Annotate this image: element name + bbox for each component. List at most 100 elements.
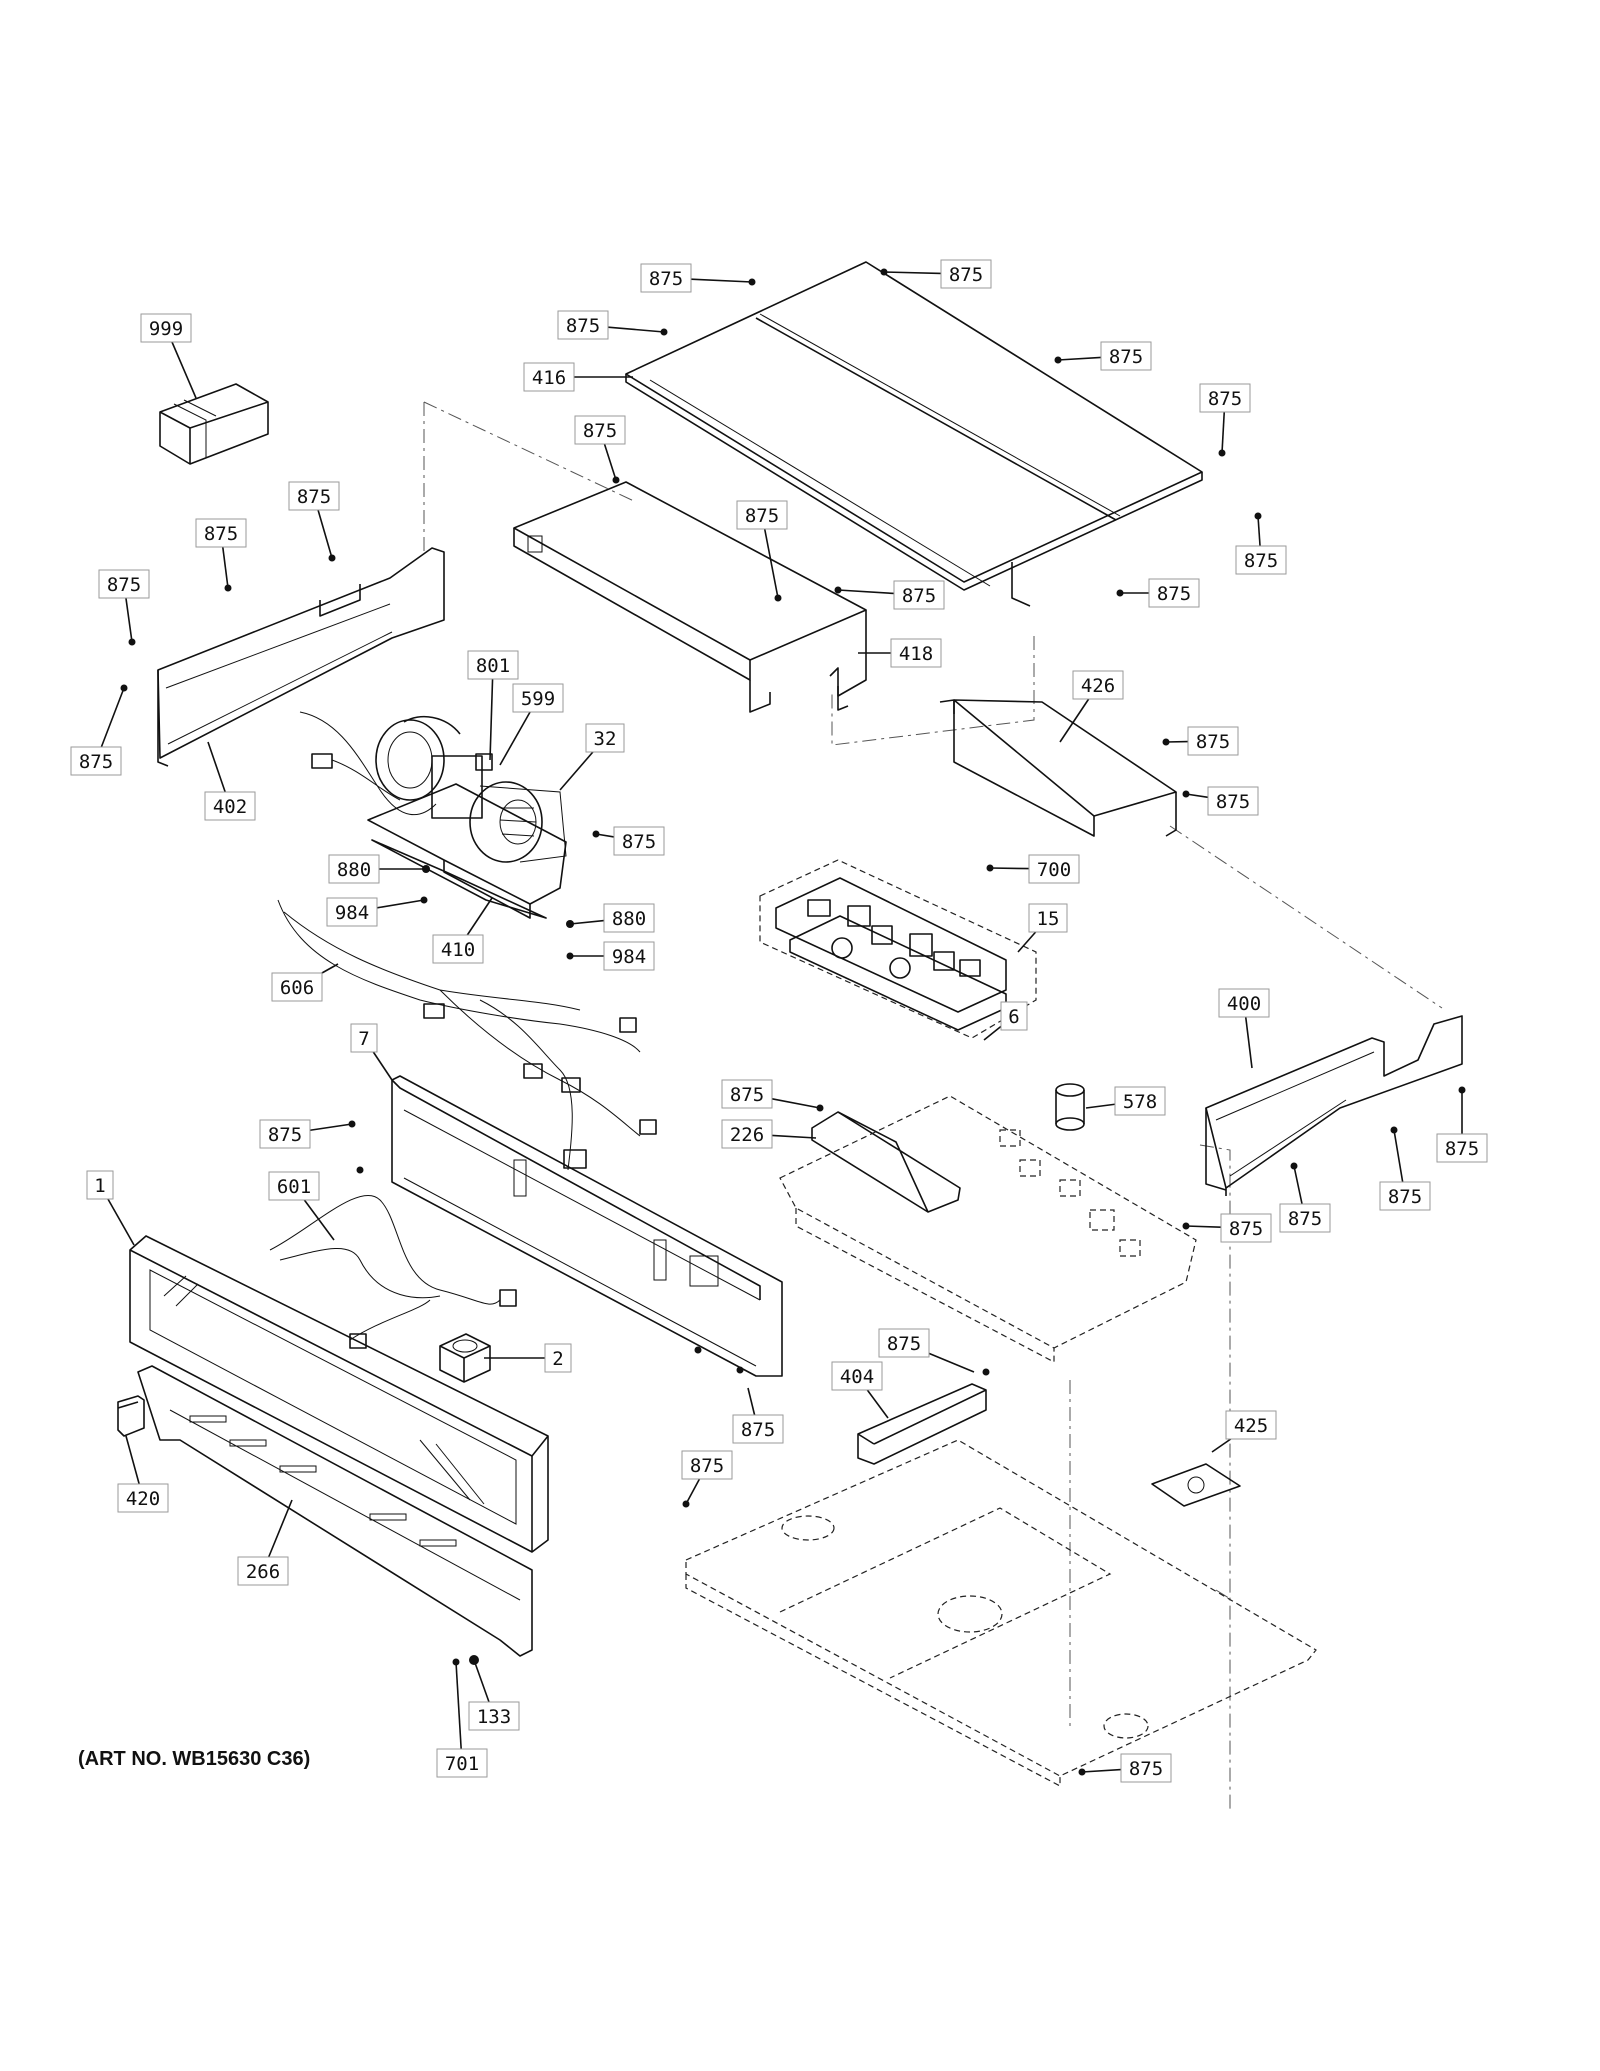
callout-leader-c266	[267, 1499, 293, 1558]
callout-box-c606	[271, 972, 323, 1002]
callout-label-c875x: 875	[887, 1333, 921, 1355]
part-dashed-floor	[685, 1439, 1317, 1787]
callout-label-c875l: 875	[902, 585, 936, 607]
callout-leader-c701	[455, 1661, 462, 1750]
callout-leader-c700	[989, 867, 1030, 870]
callout-label-c425: 425	[1234, 1415, 1268, 1437]
callout-box-c1	[86, 1170, 114, 1200]
callout-box-c875f	[574, 415, 626, 445]
callout-label-c599: 599	[521, 688, 555, 710]
part-999-box	[159, 383, 269, 465]
callout-label-c875c: 875	[566, 315, 600, 337]
callout-box-c875a	[640, 263, 692, 293]
art-number-caption: (ART NO. WB15630 C36)	[78, 1748, 311, 1770]
callout-leader-c426	[1059, 698, 1090, 743]
part-15-control-board	[759, 859, 1037, 1039]
callout-box-c418	[890, 638, 942, 668]
callout-box-c875n	[1187, 726, 1239, 756]
callout-leader-c6	[983, 1025, 1002, 1041]
callout-box-c801	[467, 650, 519, 680]
callout-leader-c875v	[1293, 1165, 1303, 1205]
callout-label-c875o: 875	[79, 751, 113, 773]
callout-label-c606: 606	[280, 977, 314, 999]
callout-label-c875e: 875	[1208, 388, 1242, 410]
callout-box-c7	[350, 1023, 378, 1053]
callout-leader-c875i	[763, 528, 779, 599]
callout-box-c400	[1218, 988, 1270, 1018]
callout-label-c880b: 880	[612, 908, 646, 930]
callout-box-c880b	[603, 903, 655, 933]
part-420-bracket	[117, 1395, 145, 1437]
callout-leader-c875f	[603, 443, 617, 481]
callout-box-c402	[204, 791, 256, 821]
part-404-bracket	[857, 1383, 987, 1465]
callout-box-c875m	[1148, 578, 1200, 608]
callout-label-c875f: 875	[583, 420, 617, 442]
callout-label-c875u: 875	[1388, 1186, 1422, 1208]
callout-label-c226: 226	[730, 1124, 764, 1146]
part-410-plate	[371, 839, 547, 919]
callout-label-c700: 700	[1037, 859, 1071, 881]
callout-leader-c880b	[569, 919, 605, 925]
part-226-bracket	[811, 1111, 961, 1213]
callout-box-c601	[268, 1171, 320, 1201]
callout-leader-c801	[489, 678, 494, 761]
callout-leader-c875s	[309, 1123, 353, 1132]
part-402-bracket	[157, 547, 445, 767]
callout-leader-c875d	[1057, 356, 1102, 361]
callout-box-c984b	[603, 941, 655, 971]
callout-leader-c875w	[1185, 1225, 1222, 1228]
callout-label-c2: 2	[552, 1348, 563, 1370]
callout-leader-c875q	[595, 833, 615, 838]
callout-label-c601: 601	[277, 1176, 311, 1198]
callout-label-c875h: 875	[204, 523, 238, 545]
callout-box-c875o	[70, 746, 122, 776]
callout-label-c426: 426	[1081, 675, 1115, 697]
callout-box-c875z	[681, 1450, 733, 1480]
callout-label-c875t: 875	[1445, 1138, 1479, 1160]
callout-box-c133	[468, 1701, 520, 1731]
callout-box-c875q	[613, 826, 665, 856]
callout-box-c875aa	[1120, 1753, 1172, 1783]
callout-label-c984a: 984	[335, 902, 369, 924]
callout-label-c880a: 880	[337, 859, 371, 881]
callout-box-c410	[432, 934, 484, 964]
callout-box-c875u	[1379, 1181, 1431, 1211]
callout-box-c875c	[557, 310, 609, 340]
callout-box-c875d	[1100, 341, 1152, 371]
callout-leader-c32	[559, 751, 594, 791]
callout-box-c875e	[1199, 383, 1251, 413]
callout-label-c875r: 875	[730, 1084, 764, 1106]
callout-label-c875k: 875	[107, 574, 141, 596]
callout-label-c875g: 875	[297, 486, 331, 508]
callout-leader-c875o	[100, 687, 125, 748]
callout-box-c875i	[736, 500, 788, 530]
callout-leader-c875r	[771, 1098, 821, 1109]
callout-label-c1: 1	[94, 1175, 105, 1197]
callout-label-c701: 701	[445, 1753, 479, 1775]
callout-leader-c875b	[883, 271, 942, 275]
callout-leader-c601	[303, 1199, 335, 1241]
callout-label-c984b: 984	[612, 946, 646, 968]
callout-label-c875n: 875	[1196, 731, 1230, 753]
callout-label-c875s: 875	[268, 1124, 302, 1146]
callout-leader-c875aa	[1081, 1768, 1122, 1773]
callout-box-c875b	[940, 259, 992, 289]
callout-leader-c875u	[1393, 1129, 1404, 1183]
callout-box-c701	[436, 1748, 488, 1778]
callout-label-c875m: 875	[1157, 583, 1191, 605]
callout-label-c420: 420	[126, 1488, 160, 1510]
callout-leader-c875j	[1257, 515, 1261, 547]
callout-leader-c7	[372, 1051, 393, 1081]
callout-leader-c875k	[125, 597, 133, 643]
callout-box-c6	[1000, 1001, 1028, 1031]
callout-label-c15: 15	[1037, 908, 1060, 930]
callout-box-c875r	[721, 1079, 773, 1109]
callout-box-c880a	[328, 854, 380, 884]
callout-box-c875j	[1235, 545, 1287, 575]
callout-label-c7: 7	[358, 1028, 369, 1050]
part-426-cover	[939, 699, 1177, 837]
callout-leader-c875z	[685, 1478, 701, 1505]
callout-leader-c875h	[221, 546, 229, 589]
callout-label-c875i: 875	[745, 505, 779, 527]
